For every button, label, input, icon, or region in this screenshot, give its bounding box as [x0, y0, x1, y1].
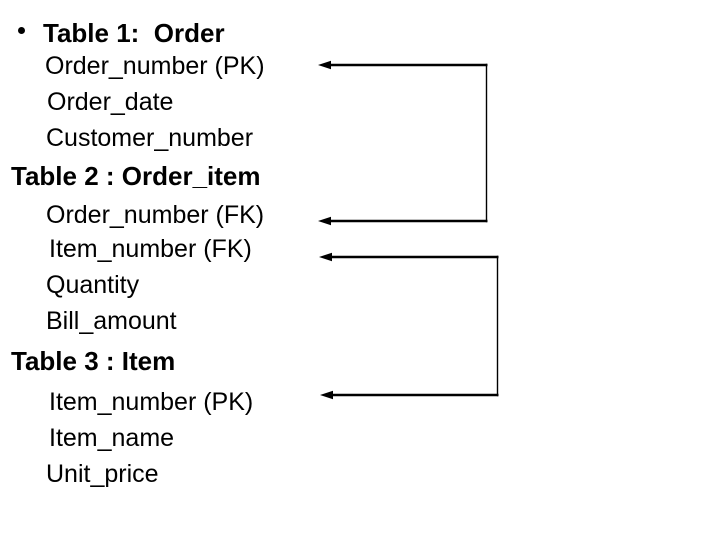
field-order-number-fk: Order_number (FK)	[46, 201, 265, 229]
arrowhead-icon	[320, 390, 333, 400]
field-order-number-pk: Order_number (PK)	[45, 52, 265, 80]
field-item-name: Item_name	[49, 424, 175, 452]
field-bill-amount: Bill_amount	[46, 307, 177, 335]
field-quantity: Quantity	[46, 271, 140, 299]
field-order-date: Order_date	[47, 88, 174, 116]
field-unit-price: Unit_price	[46, 460, 159, 488]
field-item-number-fk: Item_number (FK)	[49, 235, 252, 263]
field-item-number-pk: Item_number (PK)	[49, 388, 254, 416]
item-number-link-arrow	[319, 252, 499, 400]
arrowhead-icon	[319, 252, 332, 262]
field-customer-number: Customer_number	[46, 124, 254, 152]
order-number-link-arrow	[318, 60, 488, 226]
arrowhead-icon	[318, 60, 331, 70]
bullet-icon	[18, 27, 25, 34]
arrowhead-icon	[318, 216, 331, 226]
table-2-header: Table 2 : Order_item	[11, 161, 261, 191]
table-3-header: Table 3 : Item	[11, 346, 176, 376]
table-1-header: Table 1: Order	[43, 18, 225, 48]
